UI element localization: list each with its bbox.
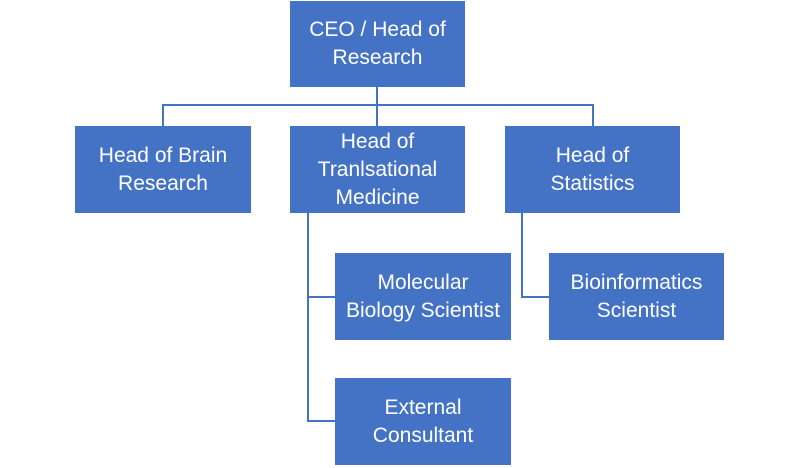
connector-to-molecular [307,296,335,298]
connector-to-bioinformatics [521,296,549,298]
connector-ceo-down [376,87,378,105]
connector-to-consultant [307,420,335,422]
node-head-of-brain-research: Head of Brain Research [75,126,251,213]
node-head-of-statistics: Head of Statistics [505,126,680,213]
node-bioinformatics-scientist: Bioinformatics Scientist [549,253,724,340]
node-ceo-label: CEO / Head of Research [309,18,446,69]
node-consultant-label: External Consultant [372,395,474,447]
node-ceo-head-of-research: CEO / Head of Research [290,1,465,87]
connector-translational-vertical [307,213,309,421]
connector-to-brain [162,104,164,126]
node-bioinformatics-label: Bioinformatics Scientist [570,270,703,322]
node-molecular-label: Molecular Biology Scientist [345,270,501,322]
node-molecular-biology-scientist: Molecular Biology Scientist [335,253,511,340]
node-head-of-translational-medicine: Head of Tranlsational Medicine [290,126,465,213]
node-statistics-label: Head of Statistics [550,143,635,195]
connector-to-statistics [592,104,594,126]
node-translational-label: Head of Tranlsational Medicine [317,129,438,209]
connector-to-translational [376,104,378,126]
connector-statistics-vertical [521,213,523,297]
node-brain-label: Head of Brain Research [98,143,228,195]
node-external-consultant: External Consultant [335,378,511,465]
